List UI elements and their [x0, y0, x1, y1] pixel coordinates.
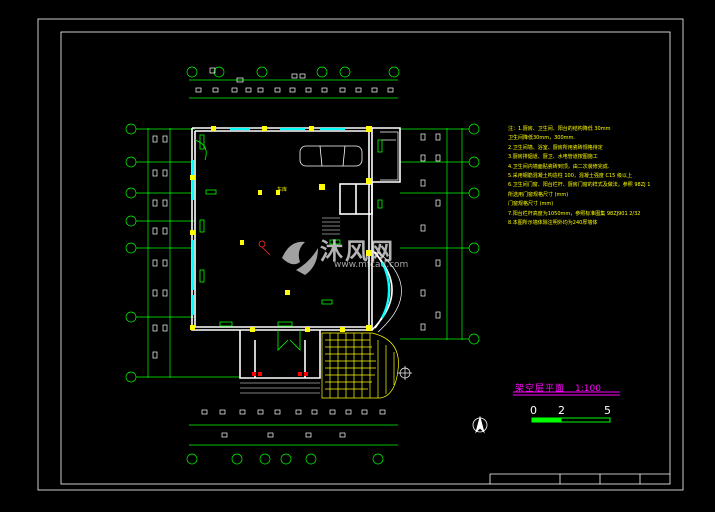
right-dimension-marks	[420, 133, 441, 331]
note-line: 5.采用钢筋混凝土构造柱 100，混凝土强度 C15 级以上	[508, 173, 632, 180]
interior-stair	[322, 217, 340, 235]
scale-label-5: 5	[604, 404, 611, 417]
watermark: 沐风网 www.mfcad.com	[278, 232, 408, 270]
scale-bar	[531, 417, 611, 423]
watermark-main: 沐风网	[320, 239, 395, 265]
bay-railing	[377, 251, 402, 333]
exterior-stair	[321, 332, 399, 399]
design-notes: 注：1.厨房、卫生间、阳台的结构降低 30mm 卫生间降低30mm，300mm.…	[508, 125, 683, 228]
note-line: 2.卫生间墙、浴室、厨房所用瓷砖规格待定	[508, 144, 603, 151]
note-line: 门窗规格尺寸 (mm)	[508, 201, 554, 208]
fixtures	[194, 134, 383, 351]
section-marker	[398, 366, 412, 380]
title-underline	[513, 391, 620, 396]
garage-ramp	[380, 131, 399, 181]
room-label: 车库	[277, 187, 288, 193]
drawing-title: 架空层平面 1:100	[515, 381, 601, 394]
top-dimension-marks	[195, 67, 394, 93]
scale-label-0: 0	[530, 404, 537, 417]
note-line: 卫生间降低30mm，300mm.	[508, 135, 575, 142]
note-line: 4.卫生间内墙面贴瓷砖到顶，由二次装修完成.	[508, 163, 610, 170]
top-dimension-chain	[186, 66, 400, 99]
bottom-dimension-marks	[201, 409, 386, 438]
scale-label-2: 2	[558, 404, 565, 417]
windows	[191, 127, 391, 319]
bottom-dimension-chain	[186, 424, 398, 465]
note-line: 所选用门窗规格尺寸 (mm)	[508, 191, 569, 198]
planters	[252, 372, 308, 376]
drawing-scale: 1:100	[575, 384, 601, 394]
car-symbol	[299, 145, 363, 167]
watermark-sub: www.mfcad.com	[334, 260, 409, 270]
note-line: 8.本图所示墙体除注明外均为240厚墙体	[508, 220, 598, 227]
right-dimension-chain	[400, 123, 480, 345]
note-line: 6.卫生间门窗、阳台栏杆、厨房门窗的样式及做法，参照 98ZJ 1	[508, 182, 651, 189]
north-arrow	[472, 415, 488, 434]
left-dimension-chain	[125, 123, 240, 383]
note-line: 3.厨房排烟道、厨卫、水电管道按图施工	[508, 154, 598, 161]
north-arrow-label: A	[478, 420, 483, 427]
note-line: 注：1.厨房、卫生间、阳台的结构降低 30mm	[508, 126, 611, 132]
drawing-frame	[37, 18, 684, 491]
drawing-title-text: 架空层平面	[515, 384, 566, 394]
entrance-steps	[240, 382, 320, 394]
watermark-logo-icon	[282, 241, 318, 275]
red-marker	[258, 240, 271, 256]
columns	[190, 126, 372, 332]
note-line: 7.阳台栏杆高度为1050mm，参照标准图集 98ZJ901 2/32	[508, 210, 641, 217]
left-dimension-marks	[152, 135, 168, 359]
